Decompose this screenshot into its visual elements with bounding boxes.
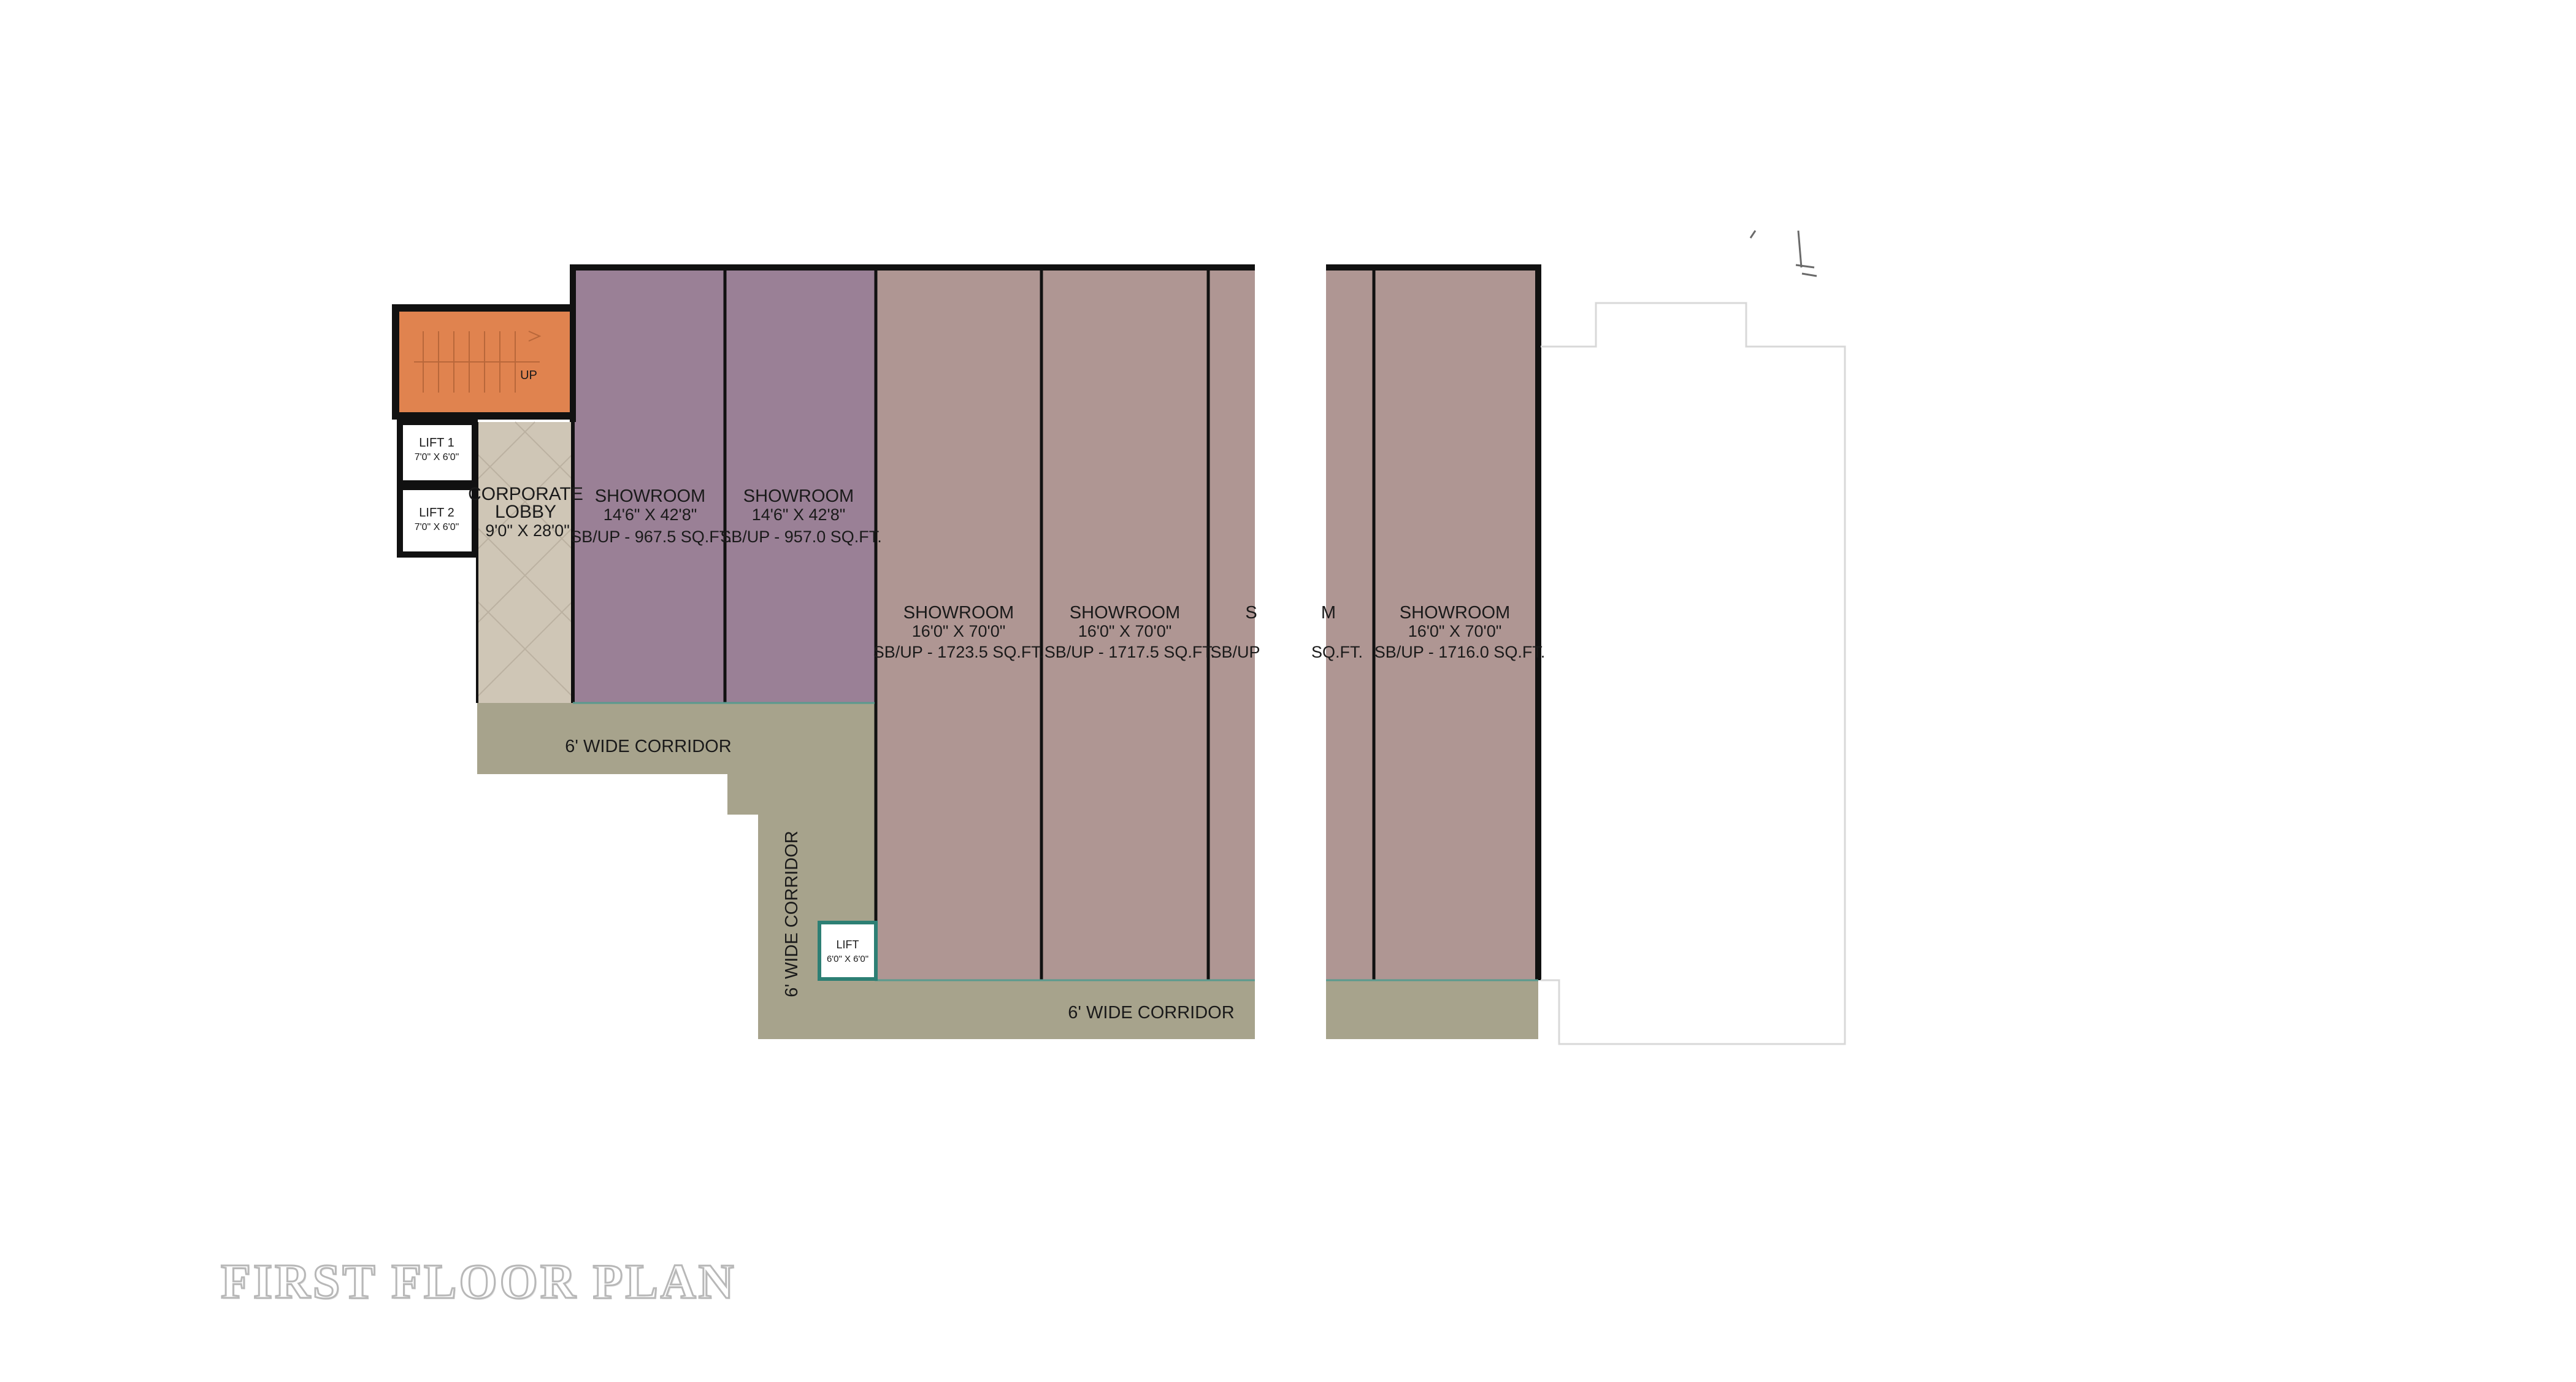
drawing-break-gap: [1255, 258, 1326, 1049]
corporate-lobby: [477, 422, 573, 703]
lift-3-name: LIFT: [836, 939, 859, 951]
lift-1: [397, 419, 478, 486]
showroom-3-size: 16'0" X 70'0": [912, 622, 1006, 640]
lift-1-name: LIFT 1: [419, 436, 454, 450]
corridor-top: [477, 703, 875, 980]
stair-direction-arrow-icon: [528, 331, 542, 342]
showroom-2-name: SHOWROOM: [743, 486, 854, 506]
showroom-1-size: 14'6" X 42'8": [604, 505, 697, 524]
showroom-3-area: SB/UP - 1723.5 SQ.FT.: [873, 643, 1045, 661]
lobby-label-line1: CORPORATE: [468, 484, 583, 504]
lift-3-size: 6'0" X 6'0": [827, 954, 868, 964]
showroom-4-size: 16'0" X 70'0": [1078, 622, 1172, 640]
showroom-1: [573, 267, 725, 703]
showroom-6-size: 16'0" X 70'0": [1408, 622, 1502, 640]
showroom-2-area: SB/UP - 957.0 SQ.FT.: [720, 528, 882, 546]
corridor-bottom-label: 6' WIDE CORRIDOR: [1068, 1003, 1234, 1023]
showroom-6: [1374, 267, 1538, 980]
lift-2: [397, 484, 478, 558]
lobby-hatch: [477, 421, 573, 697]
lift-3: [818, 921, 878, 981]
lift-2-size: 7'0" X 6'0": [415, 522, 459, 532]
showroom-6-area: SB/UP - 1716.0 SQ.FT.: [1374, 643, 1546, 661]
showroom-3-name: SHOWROOM: [903, 603, 1014, 623]
showroom-1-name: SHOWROOM: [595, 486, 705, 506]
showroom-4: [1041, 267, 1208, 980]
showroom-5-name-end: M: [1321, 603, 1336, 623]
showroom-6-name: SHOWROOM: [1400, 603, 1510, 623]
stair-treads: [414, 331, 540, 393]
corridor-vertical-label: 6' WIDE CORRIDOR: [782, 831, 802, 997]
staircase-up-label: UP: [520, 369, 537, 382]
adjacent-site-outline: [1541, 302, 1846, 1045]
showroom-5-name-start: S: [1245, 603, 1257, 623]
showroom-3: [876, 267, 1041, 980]
lobby-size: 9'0" X 28'0": [485, 521, 570, 540]
lobby-label-line2: LOBBY: [495, 502, 556, 522]
north-arrow-icon: [1749, 230, 1817, 277]
plan-title: FIRST FLOOR PLAN: [220, 1254, 737, 1310]
showroom-4-name: SHOWROOM: [1070, 603, 1180, 623]
showroom-5-area-end: SQ.FT.: [1311, 643, 1363, 661]
showroom-1-area: SB/UP - 967.5 SQ.FT.: [570, 528, 732, 546]
walls: [476, 264, 1541, 980]
corridor-top-label: 6' WIDE CORRIDOR: [565, 737, 731, 756]
lift-1-size: 7'0" X 6'0": [415, 452, 459, 463]
showroom-2-size: 14'6" X 42'8": [752, 505, 846, 524]
showroom-4-area: SB/UP - 1717.5 SQ.FT.: [1045, 643, 1216, 661]
corridor-bottom: [758, 980, 1538, 1039]
showroom-5-area-start: SB/UP: [1210, 643, 1260, 661]
staircase-walls: [392, 304, 573, 420]
lift-2-name: LIFT 2: [419, 506, 454, 520]
showroom-2: [725, 267, 876, 703]
